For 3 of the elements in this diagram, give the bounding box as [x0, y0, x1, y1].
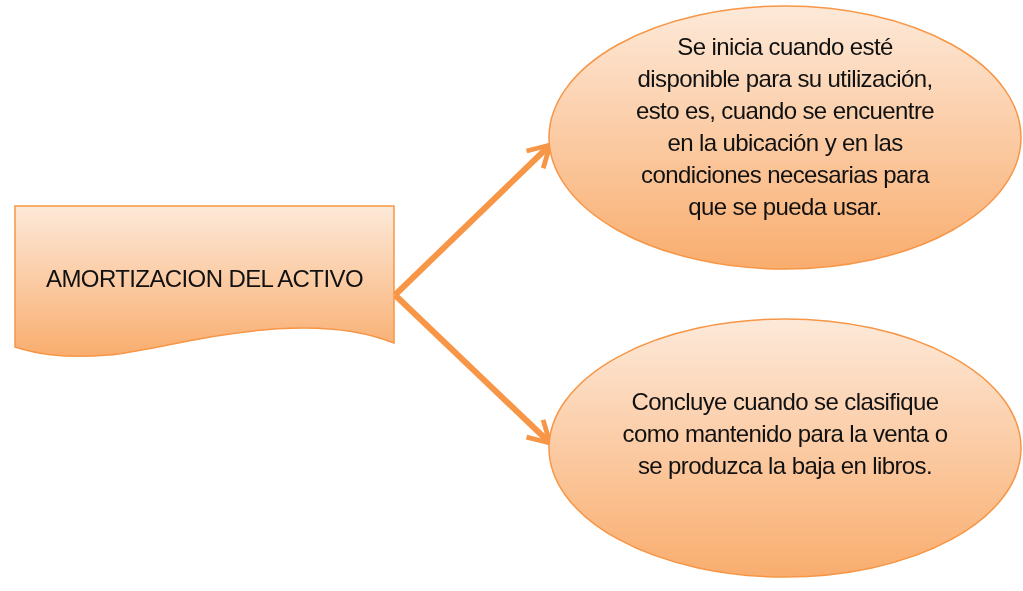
description-text: Se inicia cuando esté disponible para su utilización, esto es, cuando se encuentre en la ubicación y en las condiciones necesarias para que se pueda usar.	[634, 32, 936, 222]
heading-text: AMORTIZACION DEL ACTIVO	[45, 264, 364, 294]
description-text: Concluye cuando se clasifique como mantenido para la venta o se produzca la baja en libros.	[621, 387, 949, 481]
